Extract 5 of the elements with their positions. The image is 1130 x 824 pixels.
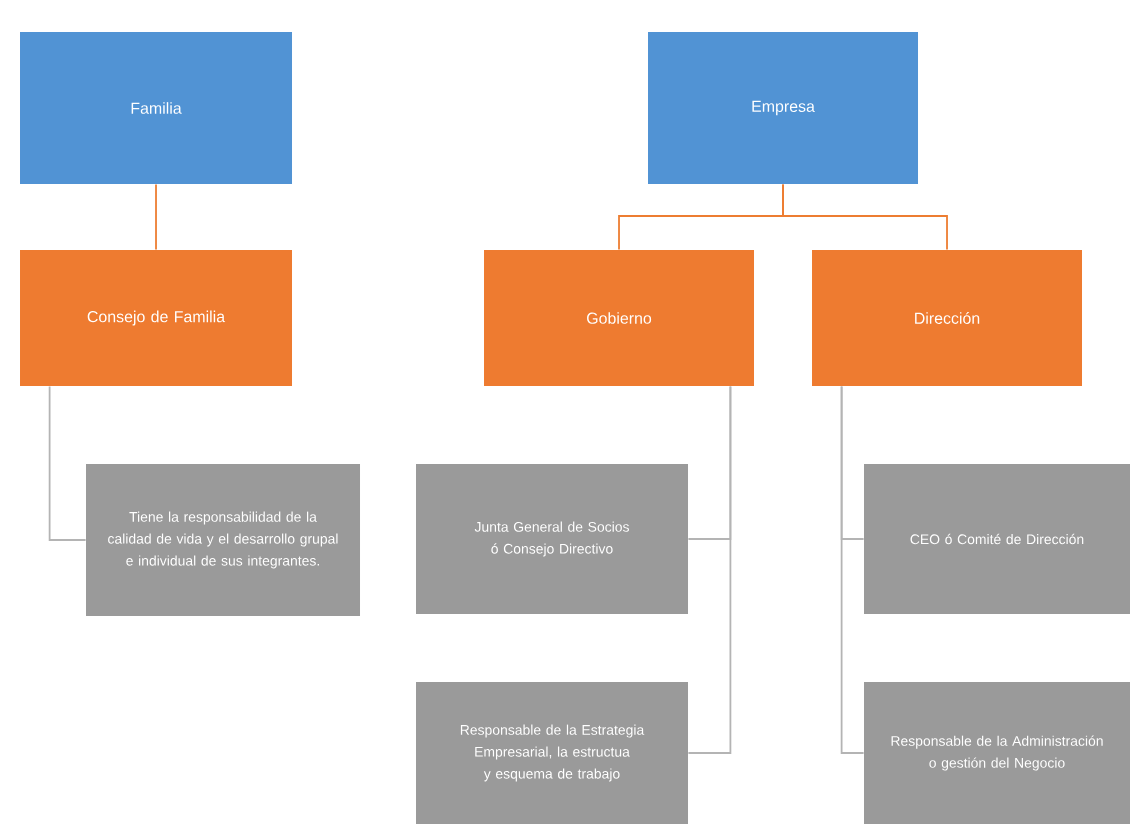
connector-line (782, 183, 948, 251)
connector-line (840, 385, 865, 754)
connector-line (48, 385, 87, 541)
connector-line (155, 183, 157, 251)
connector-line (687, 385, 732, 754)
